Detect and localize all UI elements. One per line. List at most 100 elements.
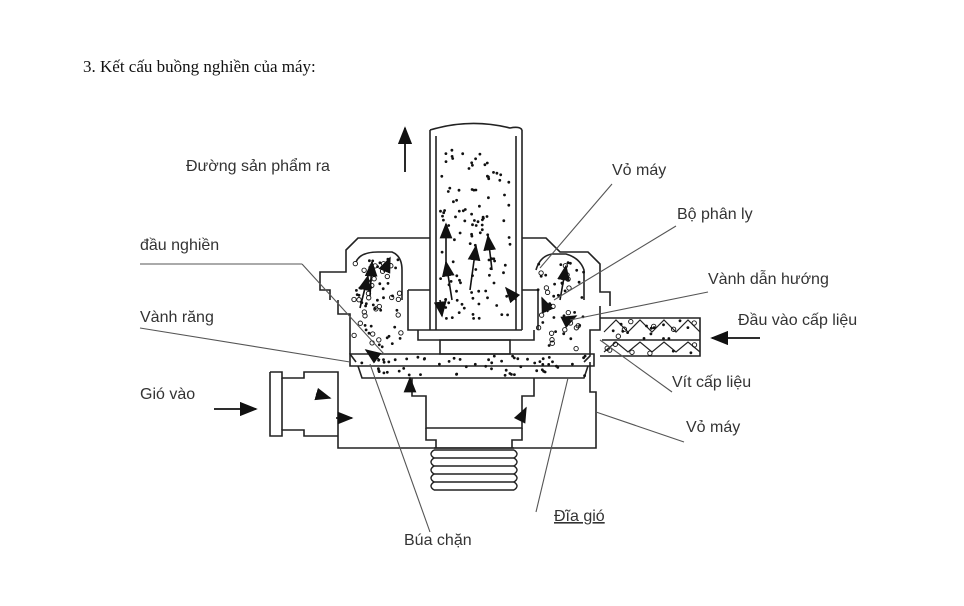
particle-dot (474, 188, 478, 192)
particle-dot (564, 272, 570, 278)
particle-dot (460, 302, 464, 306)
particle-dot (474, 157, 477, 161)
particle-dot (386, 282, 390, 285)
particle-dot (504, 368, 508, 372)
particle-dot (394, 266, 397, 270)
particle-dot (495, 304, 499, 307)
particle-dot (477, 302, 481, 306)
particle-dot (444, 152, 448, 156)
particle-dot (487, 177, 491, 181)
particle-dot (505, 294, 509, 298)
particle-dot (476, 220, 480, 224)
particle-dot (492, 257, 496, 261)
particle-dot (552, 294, 556, 298)
particle-dot (381, 287, 385, 291)
particle-dot (549, 303, 553, 307)
particle-dot (678, 319, 682, 323)
particle-dot (569, 261, 572, 265)
particle-dot (470, 232, 473, 236)
particle-dot (376, 303, 382, 310)
particle-dot (508, 372, 512, 375)
particle-dot (467, 167, 471, 170)
particle-dot (452, 200, 455, 204)
particle-dot (402, 367, 406, 370)
particle-dot (382, 358, 385, 361)
particle-dot (441, 214, 444, 218)
particle-dot (361, 267, 367, 273)
particle-dot (395, 296, 402, 303)
particle-dot (450, 148, 454, 152)
particle-dot (484, 289, 488, 293)
particle-dot (492, 171, 495, 174)
particle-dot (507, 180, 511, 184)
particle-dot (473, 219, 476, 222)
particle-dot (471, 163, 474, 167)
particle-dot (582, 270, 585, 274)
particle-dot (541, 363, 545, 366)
particle-dot (477, 289, 481, 293)
label-product-outlet: Đường sản phẩm ra (186, 157, 330, 175)
particle-dot (393, 325, 397, 329)
particle-dot (535, 325, 542, 331)
particle-dot (543, 285, 550, 291)
particle-dot (519, 365, 523, 369)
particle-dot (478, 152, 482, 156)
particle-dot (380, 261, 387, 267)
housing-upper (319, 237, 611, 363)
particle-dot (444, 298, 447, 302)
particle-dot (478, 204, 481, 208)
particle-dot (405, 357, 409, 361)
particle-dot (419, 373, 422, 376)
particle-dot (378, 282, 382, 286)
label-separator: Bộ phân ly (677, 206, 753, 223)
particle-dot (565, 309, 571, 316)
particle-dot (553, 282, 556, 286)
particle-dot (385, 370, 389, 374)
particle-dot (472, 188, 476, 192)
particle-dot (667, 337, 671, 340)
particle-dot (448, 186, 452, 190)
particle-dot (642, 337, 646, 340)
particle-dot (566, 261, 570, 265)
particle-dot (440, 174, 444, 178)
particle-dot (486, 296, 489, 300)
particle-dot (463, 219, 467, 223)
particle-dot (387, 360, 391, 364)
particle-dot (549, 340, 555, 346)
particle-dot (422, 357, 426, 361)
particle-dot (439, 277, 442, 280)
particle-dot (376, 337, 382, 343)
particle-dot (516, 357, 520, 361)
particle-dot (691, 320, 697, 326)
particle-dot (503, 193, 506, 197)
particle-dot (555, 364, 558, 368)
particle-dot (445, 317, 448, 320)
particle-dot (503, 263, 507, 267)
particle-dot (492, 281, 496, 285)
particle-dot (396, 290, 403, 296)
particle-dot (583, 374, 586, 378)
particle-dot (458, 278, 461, 282)
particle-dot (691, 342, 698, 348)
particle-dot (416, 355, 420, 359)
particle-dot (380, 345, 384, 349)
particle-dot (446, 190, 450, 193)
particle-dot (455, 289, 458, 293)
particle-dot (474, 268, 478, 271)
particle-dot (459, 281, 462, 285)
particle-dot (526, 357, 529, 361)
particle-dot (582, 356, 585, 360)
particle-dot (395, 308, 399, 312)
particle-dot (450, 316, 454, 319)
particle-dot (547, 344, 551, 347)
particle-dot (628, 318, 634, 325)
particle-dot (503, 373, 507, 377)
particle-dot (377, 343, 381, 347)
particle-dot (457, 188, 461, 192)
particle-dot (361, 309, 367, 315)
diagram-labels: Đường sản phẩm ra Vỏ máy Bộ phân ly đầu … (140, 157, 857, 549)
particle-dot (444, 160, 448, 164)
particle-dot (458, 358, 462, 361)
label-housing-bottom: Vỏ máy (686, 419, 740, 436)
